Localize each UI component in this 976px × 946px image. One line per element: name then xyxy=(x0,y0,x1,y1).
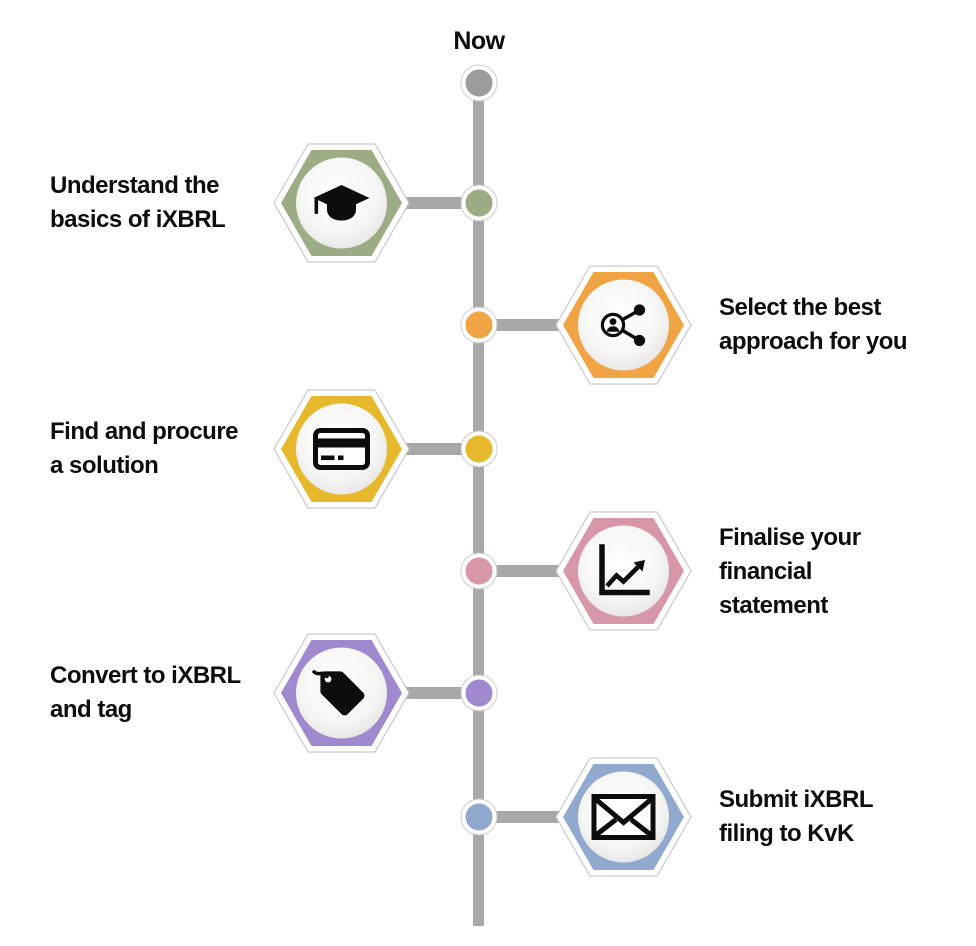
label-convert-tag: Convert to iXBRL and tag xyxy=(50,659,280,727)
now-node xyxy=(460,64,498,102)
label-line: Finalise your xyxy=(719,524,861,551)
label-line: Understand the xyxy=(50,172,220,199)
label-find-procure: Find and procure a solution xyxy=(50,415,280,483)
hexagon-understand-basics xyxy=(273,143,410,263)
label-line: approach for you xyxy=(719,328,908,355)
node-finalise-statement xyxy=(460,552,498,590)
label-line: basics of iXBRL xyxy=(50,206,226,233)
label-understand-basics: Understand the basics of iXBRL xyxy=(50,169,280,237)
label-line: a solution xyxy=(50,452,159,479)
label-finalise-statement: Finalise your financial statement xyxy=(719,521,964,623)
share-network-icon xyxy=(600,304,646,347)
credit-card-icon xyxy=(313,428,370,470)
label-line: financial xyxy=(719,558,812,585)
envelope-icon xyxy=(591,794,656,840)
label-line: Convert to iXBRL xyxy=(50,662,241,689)
graduation-cap-icon xyxy=(313,185,370,221)
connector xyxy=(479,811,563,823)
node-understand-basics xyxy=(460,184,498,222)
label-submit-filing: Submit iXBRL filing to KvK xyxy=(719,783,964,851)
label-line: Find and procure xyxy=(50,418,239,445)
connector xyxy=(398,687,479,699)
label-line: statement xyxy=(719,592,828,619)
node-submit-filing xyxy=(460,798,498,836)
hexagon-finalise-statement xyxy=(555,511,692,631)
hexagon-convert-tag xyxy=(273,633,410,753)
label-line: filing to KvK xyxy=(719,820,854,847)
node-select-approach xyxy=(460,306,498,344)
label-line: Submit iXBRL xyxy=(719,786,874,813)
connector xyxy=(398,443,479,455)
node-find-procure xyxy=(460,430,498,468)
label-line: Select the best xyxy=(719,294,881,321)
label-select-approach: Select the best approach for you xyxy=(719,291,964,359)
hexagon-select-approach xyxy=(555,265,692,385)
connector xyxy=(479,565,563,577)
hexagon-submit-filing xyxy=(555,757,692,877)
node-convert-tag xyxy=(460,674,498,712)
line-chart-icon xyxy=(599,544,650,596)
hexagon-find-procure xyxy=(273,389,410,509)
now-label: Now xyxy=(453,27,505,55)
connector xyxy=(479,319,563,331)
price-tag-icon xyxy=(312,670,365,716)
timeline-line xyxy=(473,84,484,926)
label-line: and tag xyxy=(50,696,132,723)
connector xyxy=(398,197,479,209)
